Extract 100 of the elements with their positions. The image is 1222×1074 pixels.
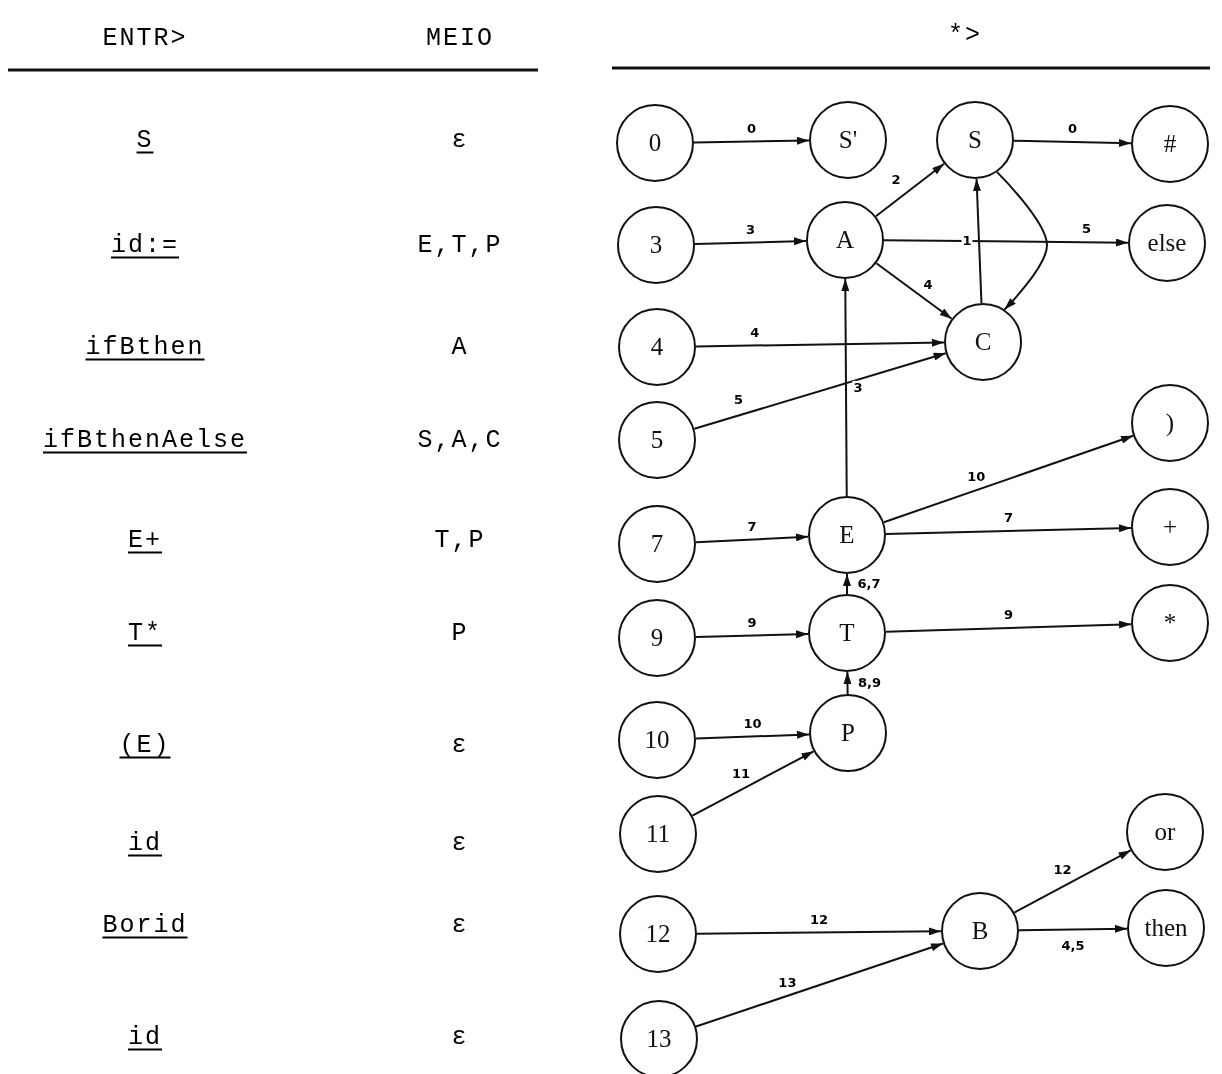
arrow	[843, 573, 851, 595]
state-label: S	[968, 126, 982, 154]
state-circle	[618, 505, 696, 583]
edge-label: 3	[852, 380, 864, 395]
state-label: *	[1163, 609, 1177, 637]
state-circle	[618, 308, 696, 386]
arrow	[693, 136, 810, 145]
state-circle	[1131, 584, 1209, 662]
column-header: ENTR>	[102, 23, 188, 53]
state-label: T	[839, 619, 855, 647]
edge-label: 13	[777, 975, 798, 990]
state-label: then	[1144, 914, 1188, 942]
state-circle	[808, 496, 886, 574]
arrow	[874, 162, 946, 218]
state-label: 5	[650, 426, 664, 454]
table-entry: A	[451, 332, 469, 362]
state-label: 0	[648, 129, 662, 157]
arrow	[695, 630, 809, 639]
edge-label: 10	[742, 716, 763, 731]
edge-label: 4,5	[1060, 938, 1086, 953]
table-entry: (E)	[119, 730, 171, 760]
arrow	[843, 671, 852, 695]
state-circle	[806, 201, 884, 279]
state-label: P	[841, 719, 855, 747]
edge-label: 3	[745, 222, 756, 237]
edge-label: 5	[733, 392, 744, 407]
arrow	[696, 927, 942, 936]
table-entry: T*	[128, 618, 162, 648]
arrow	[694, 942, 945, 1028]
state-label: B	[971, 917, 989, 945]
state-label: 3	[649, 231, 663, 259]
table-entry: id	[128, 1022, 162, 1052]
edge-label: 12	[1052, 862, 1073, 877]
state-circle	[620, 1000, 698, 1074]
arrow	[1013, 138, 1132, 147]
arrow	[875, 262, 953, 320]
state-label: else	[1147, 229, 1187, 257]
state-label: 7	[650, 530, 664, 558]
arrow	[883, 238, 1129, 247]
state-circle	[618, 701, 696, 779]
state-label: C	[974, 328, 992, 356]
edge-label: 8,9	[857, 675, 882, 691]
state-label: or	[1154, 818, 1176, 846]
state-label: )	[1165, 409, 1175, 437]
state-label: +	[1162, 513, 1178, 541]
state-circle	[619, 895, 697, 973]
state-label: E	[839, 521, 855, 549]
table-entry: ε	[451, 828, 469, 858]
table-entry: ε	[451, 125, 469, 155]
edge-label: 12	[808, 912, 830, 927]
state-circle	[1131, 105, 1209, 183]
arrow	[695, 338, 945, 348]
state-circle	[944, 303, 1022, 381]
table-entry: ε	[451, 910, 469, 940]
state-label: #	[1163, 130, 1177, 158]
state-circle	[808, 594, 886, 672]
arrow	[694, 533, 810, 544]
edge-label: 9	[746, 615, 758, 630]
arrow	[885, 524, 1132, 536]
arrow	[885, 620, 1132, 633]
column-header: MEIO	[426, 23, 494, 53]
table-entry: ε	[451, 730, 469, 760]
arrow	[694, 237, 807, 246]
state-circle	[618, 599, 696, 677]
state-circle	[1127, 889, 1205, 967]
table-entry: ifBthen	[85, 332, 205, 362]
edge-label: 0	[746, 121, 757, 136]
table-entry: E+	[128, 525, 162, 555]
state-label: 4	[650, 333, 664, 361]
table-entry: P	[451, 618, 469, 648]
arrow	[841, 278, 850, 497]
table-entry: ε	[451, 1022, 469, 1052]
state-label: A	[835, 226, 855, 254]
edge-label: 7	[746, 519, 758, 534]
state-circle	[1128, 204, 1206, 282]
arrow	[882, 434, 1135, 524]
table-entry: E,T,P	[417, 230, 503, 260]
state-label: 9	[650, 624, 664, 652]
arrow	[973, 177, 983, 305]
arrow	[694, 730, 811, 740]
table-entry: Borid	[102, 910, 188, 940]
state-circle	[616, 104, 694, 182]
table-entry: S	[136, 125, 154, 155]
table-entry: id:=	[111, 230, 179, 260]
arrow	[1018, 924, 1128, 933]
column-header: *>	[948, 20, 982, 50]
arrow	[1013, 849, 1132, 914]
state-circle	[809, 101, 887, 179]
edge-label: 11	[730, 766, 752, 781]
arrow	[996, 171, 1048, 311]
state-circle	[809, 694, 887, 772]
state-circle	[941, 892, 1019, 970]
state-circle	[618, 401, 696, 479]
state-circle	[617, 206, 695, 284]
state-label: 12	[645, 920, 671, 948]
state-circle	[1131, 384, 1209, 462]
arrow	[693, 352, 947, 430]
arrow	[691, 750, 815, 817]
state-circle	[619, 795, 697, 873]
state-label: 13	[646, 1025, 672, 1053]
